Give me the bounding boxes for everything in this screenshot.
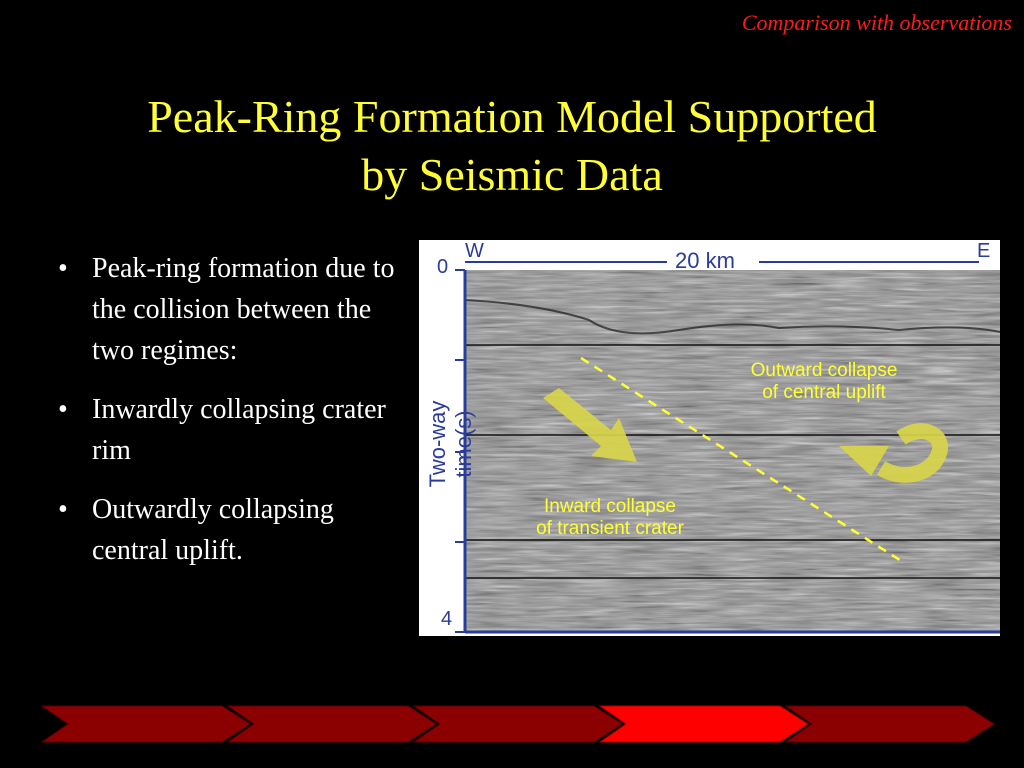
west-label: W [465,240,484,262]
section-label: Comparison with observations [741,10,1012,35]
bullet-text: Inwardly collapsing crater rim [92,394,386,466]
bullet-list: • Peak-ring formation due to the collisio… [58,248,398,589]
y-tick-bottom: 4 [441,608,453,630]
bullet-dot-icon: • [58,253,68,284]
annotation-inward-line-2: of transient crater [536,518,684,539]
y-axis-label: Two-way time(s) [425,400,476,488]
y-tick-top: 0 [437,256,449,278]
scale-label: 20 km [675,248,735,273]
annotation-outward-line-1: Outward collapse [750,360,898,381]
footer-arrow [40,705,251,743]
footer-arrow-active [598,705,809,743]
bullet-dot-icon: • [58,494,68,525]
inward-arrow-icon [543,388,637,462]
bullet-item: • Peak-ring formation due to the collisio… [58,248,398,371]
bullet-dot-icon: • [58,394,68,425]
bullet-text: Outwardly collapsing central uplift. [92,494,334,566]
slide-title-line-2: by Seismic Data [361,149,663,200]
footer-arrow [226,705,437,743]
bullet-text: Peak-ring formation due to the collision… [92,253,395,366]
slide-title: Peak-Ring Formation Model Supported by S… [0,88,1024,204]
footer-arrow [784,705,995,743]
bullet-item: • Inwardly collapsing crater rim [58,389,398,471]
slide-title-line-1: Peak-Ring Formation Model Supported [147,91,877,142]
bullet-item: • Outwardly collapsing central uplift. [58,489,398,571]
seismic-figure: W E 20 km 0 4 Two-way time(s) Outward co… [419,240,1000,636]
seismic-texture [465,270,1000,632]
footer-arrow-bar [40,705,995,743]
seismic-reflector [464,299,1000,335]
annotation-inward-line-1: Inward collapse [543,496,677,517]
outward-arrow-icon [876,423,948,483]
outward-arrow-head-icon [839,446,889,476]
annotation-inward: Inward collapse of transient crater [505,496,715,540]
annotation-outward: Outward collapse of central uplift [719,360,929,404]
east-label: E [977,240,991,262]
seismic-section-image [455,261,1000,634]
annotation-outward-line-2: of central uplift [762,382,886,403]
footer-arrow [412,705,623,743]
